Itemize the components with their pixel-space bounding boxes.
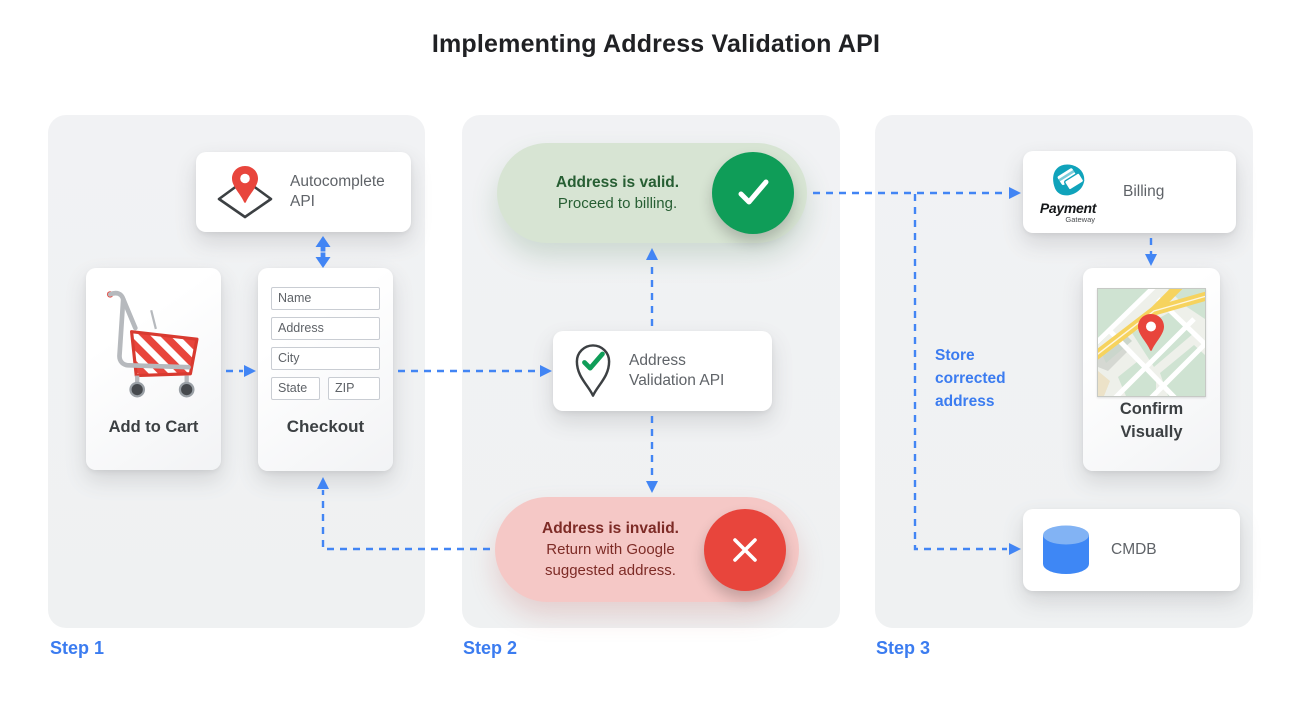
store-corrected-address-note: Store corrected address xyxy=(935,347,1006,410)
zip-field: ZIP xyxy=(328,377,380,400)
address-field: Address xyxy=(271,317,380,340)
autocomplete-api-label: Autocomplete API xyxy=(290,172,385,210)
billing-card: Payment Gateway Billing xyxy=(1023,151,1236,233)
address-invalid-text: Address is invalid. Return with Google s… xyxy=(495,518,704,581)
address-invalid-title: Address is invalid. xyxy=(542,520,679,537)
billing-label: Billing xyxy=(1123,182,1165,200)
address-validation-api-label: Address Validation API xyxy=(629,351,725,389)
check-icon xyxy=(712,152,794,234)
address-valid-subtitle: Proceed to billing. xyxy=(557,195,678,212)
diagram-title: Implementing Address Validation API xyxy=(431,30,881,58)
add-to-cart-label: Add to Cart xyxy=(108,417,199,436)
step1-label: Step 1 xyxy=(50,638,105,658)
address-valid-title: Address is valid. xyxy=(555,174,680,191)
map-thumbnail xyxy=(1097,288,1206,397)
city-field: City xyxy=(271,347,380,370)
autocomplete-api-card: Autocomplete API xyxy=(196,152,411,232)
checkout-card: Name Address City State ZIP Checkout xyxy=(258,268,393,471)
address-invalid-subtitle: Return with Google suggested address. xyxy=(545,541,676,579)
shopping-cart-icon xyxy=(106,290,199,398)
name-field: Name xyxy=(271,287,380,310)
payment-gateway-sub: Gateway xyxy=(1065,215,1095,224)
address-valid-text: Address is valid. Proceed to billing. xyxy=(497,172,712,214)
checkout-form: Name Address City State ZIP xyxy=(258,268,393,407)
pin-check-icon xyxy=(575,344,611,397)
step2-label: Step 2 xyxy=(463,638,518,658)
address-valid-pill: Address is valid. Proceed to billing. xyxy=(497,143,807,243)
payment-gateway-logo: Payment Gateway xyxy=(1039,160,1097,224)
map-pin-diamond-icon xyxy=(217,166,273,219)
state-field: State xyxy=(271,377,320,400)
cmdb-card: CMDB xyxy=(1023,509,1240,591)
checkout-label: Checkout xyxy=(286,417,365,437)
payment-gateway-name: Payment xyxy=(1039,200,1097,216)
add-to-cart-card: Add to Cart xyxy=(86,268,221,470)
step3-label: Step 3 xyxy=(876,638,931,658)
database-icon xyxy=(1043,525,1089,574)
address-invalid-pill: Address is invalid. Return with Google s… xyxy=(495,497,799,602)
address-validation-api-card: Address Validation API xyxy=(553,331,772,411)
confirm-visually-card: Confirm Visually xyxy=(1083,268,1220,471)
cmdb-label: CMDB xyxy=(1111,540,1157,558)
x-icon xyxy=(704,508,786,591)
confirm-visually-label: Confirm Visually xyxy=(1119,400,1184,441)
